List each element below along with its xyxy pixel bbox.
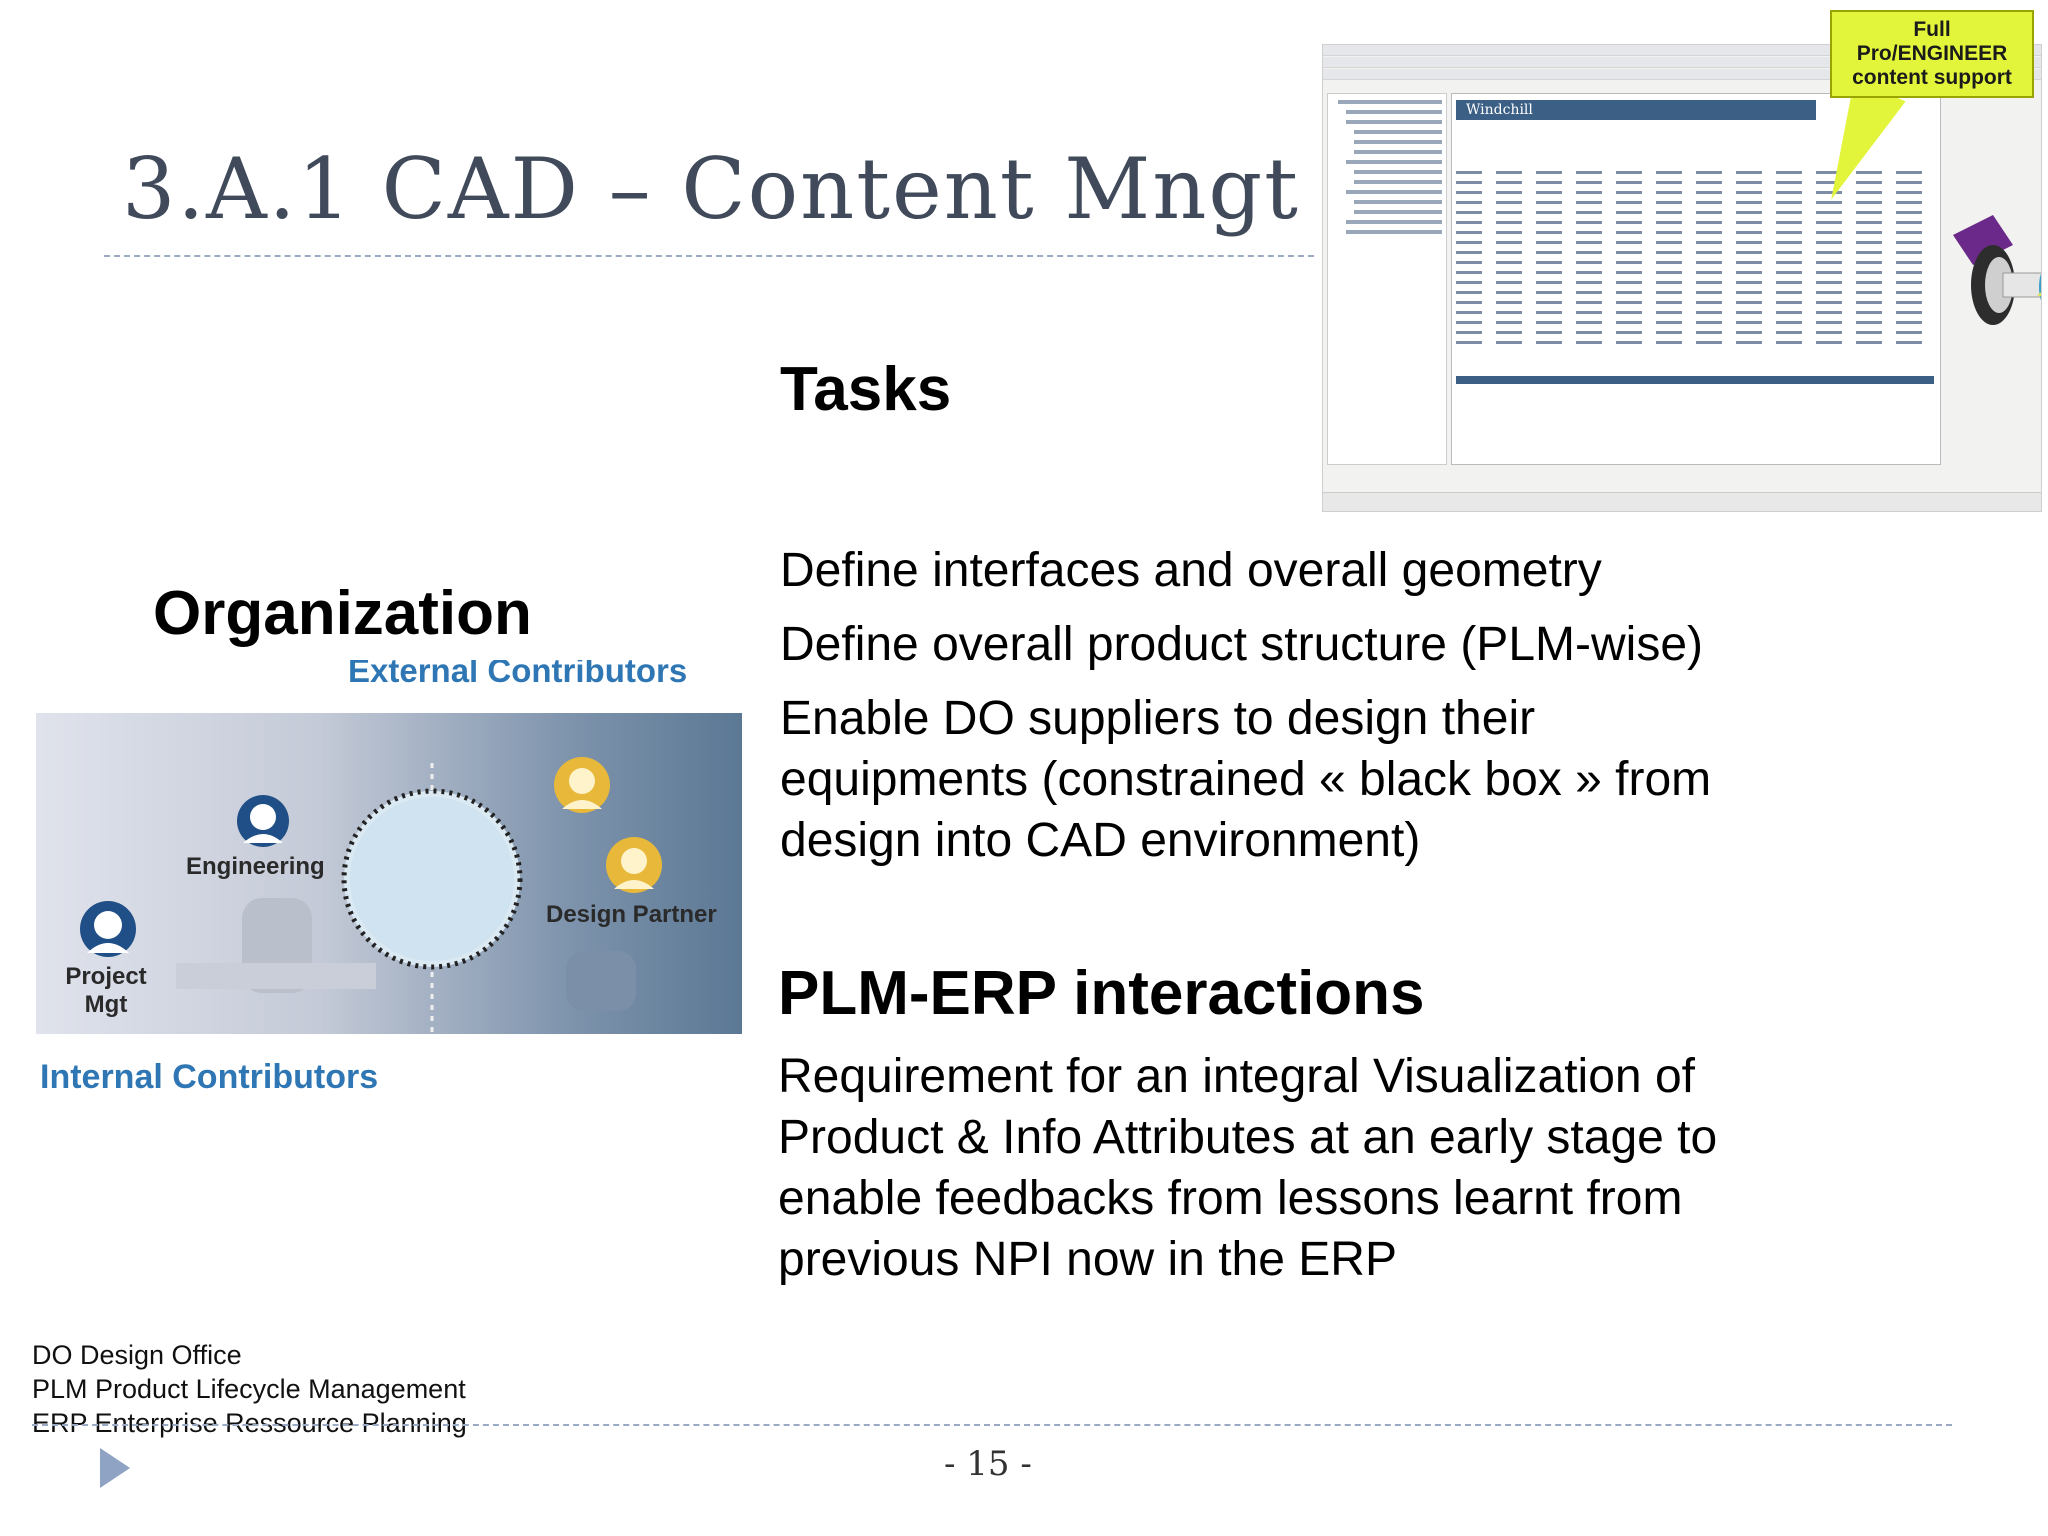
task-item: Define interfaces and overall geometry [780, 544, 1602, 597]
screenshot-model-tree [1327, 93, 1447, 465]
slide-title: 3.A.1 CAD – Content Mngt [122, 140, 1300, 238]
screenshot-menubar [1323, 57, 2041, 68]
screenshot-statusbar [1456, 376, 1934, 384]
footnote-do: DO Design Office [32, 1340, 242, 1370]
screenshot-toolbar [1323, 69, 2041, 80]
organization-heading: Organization [153, 579, 532, 648]
acronym-footnotes: DO Design Office PLM Product Lifecycle M… [32, 1338, 467, 1440]
footnote-erp: ERP Enterprise Ressource Planning [32, 1408, 467, 1438]
role-design-partner: Design Partner [546, 901, 717, 928]
page-number: - 15 - [944, 1444, 1032, 1484]
screenshot-titlebar [1323, 45, 2041, 56]
person-icon-design-partner [606, 837, 662, 893]
footnote-plm: PLM Product Lifecycle Management [32, 1374, 466, 1404]
callout-line-2: Pro/ENGINEER [1856, 42, 2008, 65]
role-project-mgt: Project Mgt [65, 963, 147, 1018]
task-item: Enable DO suppliers to design their equi… [780, 692, 1712, 867]
title-divider [104, 255, 1314, 257]
internal-contributors-label: Internal Contributors [40, 1058, 379, 1096]
organization-diagram: Engineering Design Partner Project Mgt [36, 713, 742, 1034]
person-icon-engineering [237, 795, 289, 847]
plm-erp-heading: PLM-ERP interactions [778, 959, 1425, 1028]
external-contributors-text: External Contributors [348, 660, 688, 689]
task-item: Define overall product structure (PLM-wi… [780, 618, 1703, 671]
screenshot-footer [1323, 492, 2041, 511]
person-icon-project-mgt [80, 901, 136, 957]
external-contributors-label: External Contributors [348, 660, 687, 690]
role-engineering: Engineering [186, 853, 325, 880]
tasks-heading: Tasks [780, 355, 952, 424]
windchill-header: Windchill [1456, 100, 1816, 120]
org-diagram-graphics [80, 757, 662, 1034]
footer-divider [32, 1424, 1952, 1426]
tasks-list: Define interfaces and overall geometry D… [780, 540, 1790, 884]
screenshot-table [1456, 164, 1934, 364]
callout-line-3: content support [1852, 66, 2012, 89]
cad-assembly-image [1953, 215, 2041, 325]
triangle-bullet-icon [100, 1448, 130, 1488]
proe-callout: Full Pro/ENGINEER content support [1830, 10, 2034, 98]
callout-line-1: Full [1913, 18, 1951, 41]
windchill-screenshot: Windchill [1322, 44, 2042, 512]
plm-erp-text: Requirement for an integral Visualizatio… [778, 1050, 1718, 1286]
screenshot-browser-pane: Windchill [1451, 93, 1941, 465]
person-icon-partner-1 [554, 757, 610, 813]
